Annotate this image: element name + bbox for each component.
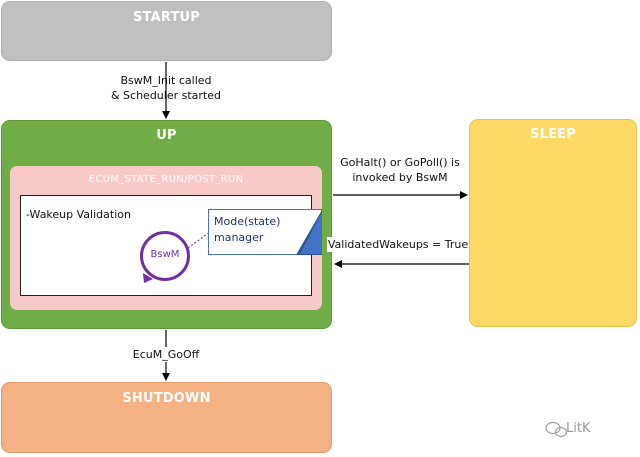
bswm-cycle-circle xyxy=(140,231,190,281)
mode-manager-line2: manager xyxy=(214,231,264,244)
ecum-run-title: ECUM_STATE_RUN/POST_RUN xyxy=(88,174,244,185)
init-label-line1: BswM_Init called xyxy=(120,74,212,87)
to-sleep-line2: invoked by BswM xyxy=(352,171,448,184)
wechat-logo-icon xyxy=(545,421,568,438)
to-sleep-transition-label: GoHalt() or GoPoll() is invoked by BswM xyxy=(334,155,466,185)
sleep-title: SLEEP xyxy=(530,127,576,142)
mode-manager-line1: Mode(state) xyxy=(214,215,281,228)
init-transition-label: BswM_Init called & Scheduler started xyxy=(100,73,232,103)
up-title: UP xyxy=(156,128,177,143)
wakeup-validation-label: -Wakeup Validation xyxy=(26,208,131,221)
sleep-state: SLEEP xyxy=(469,119,637,327)
init-label-line2: & Scheduler started xyxy=(110,89,221,102)
from-sleep-transition-label: ValidatedWakeups = True xyxy=(327,237,469,252)
shutdown-title: SHUTDOWN xyxy=(122,391,211,406)
shutdown-state: SHUTDOWN xyxy=(1,382,332,453)
mode-manager-text: Mode(state) manager xyxy=(214,214,280,246)
bswm-cycle-arrowhead xyxy=(143,273,153,283)
startup-title: STARTUP xyxy=(132,10,201,25)
bswm-mode-connector xyxy=(187,231,211,249)
startup-state: STARTUP xyxy=(1,1,332,61)
to-shutdown-transition-label: EcuM_GoOff xyxy=(116,347,216,362)
bswm-label: BswM xyxy=(150,249,180,260)
to-sleep-line1: GoHalt() or GoPoll() is xyxy=(340,156,460,169)
watermark-text: LitK xyxy=(566,421,591,436)
